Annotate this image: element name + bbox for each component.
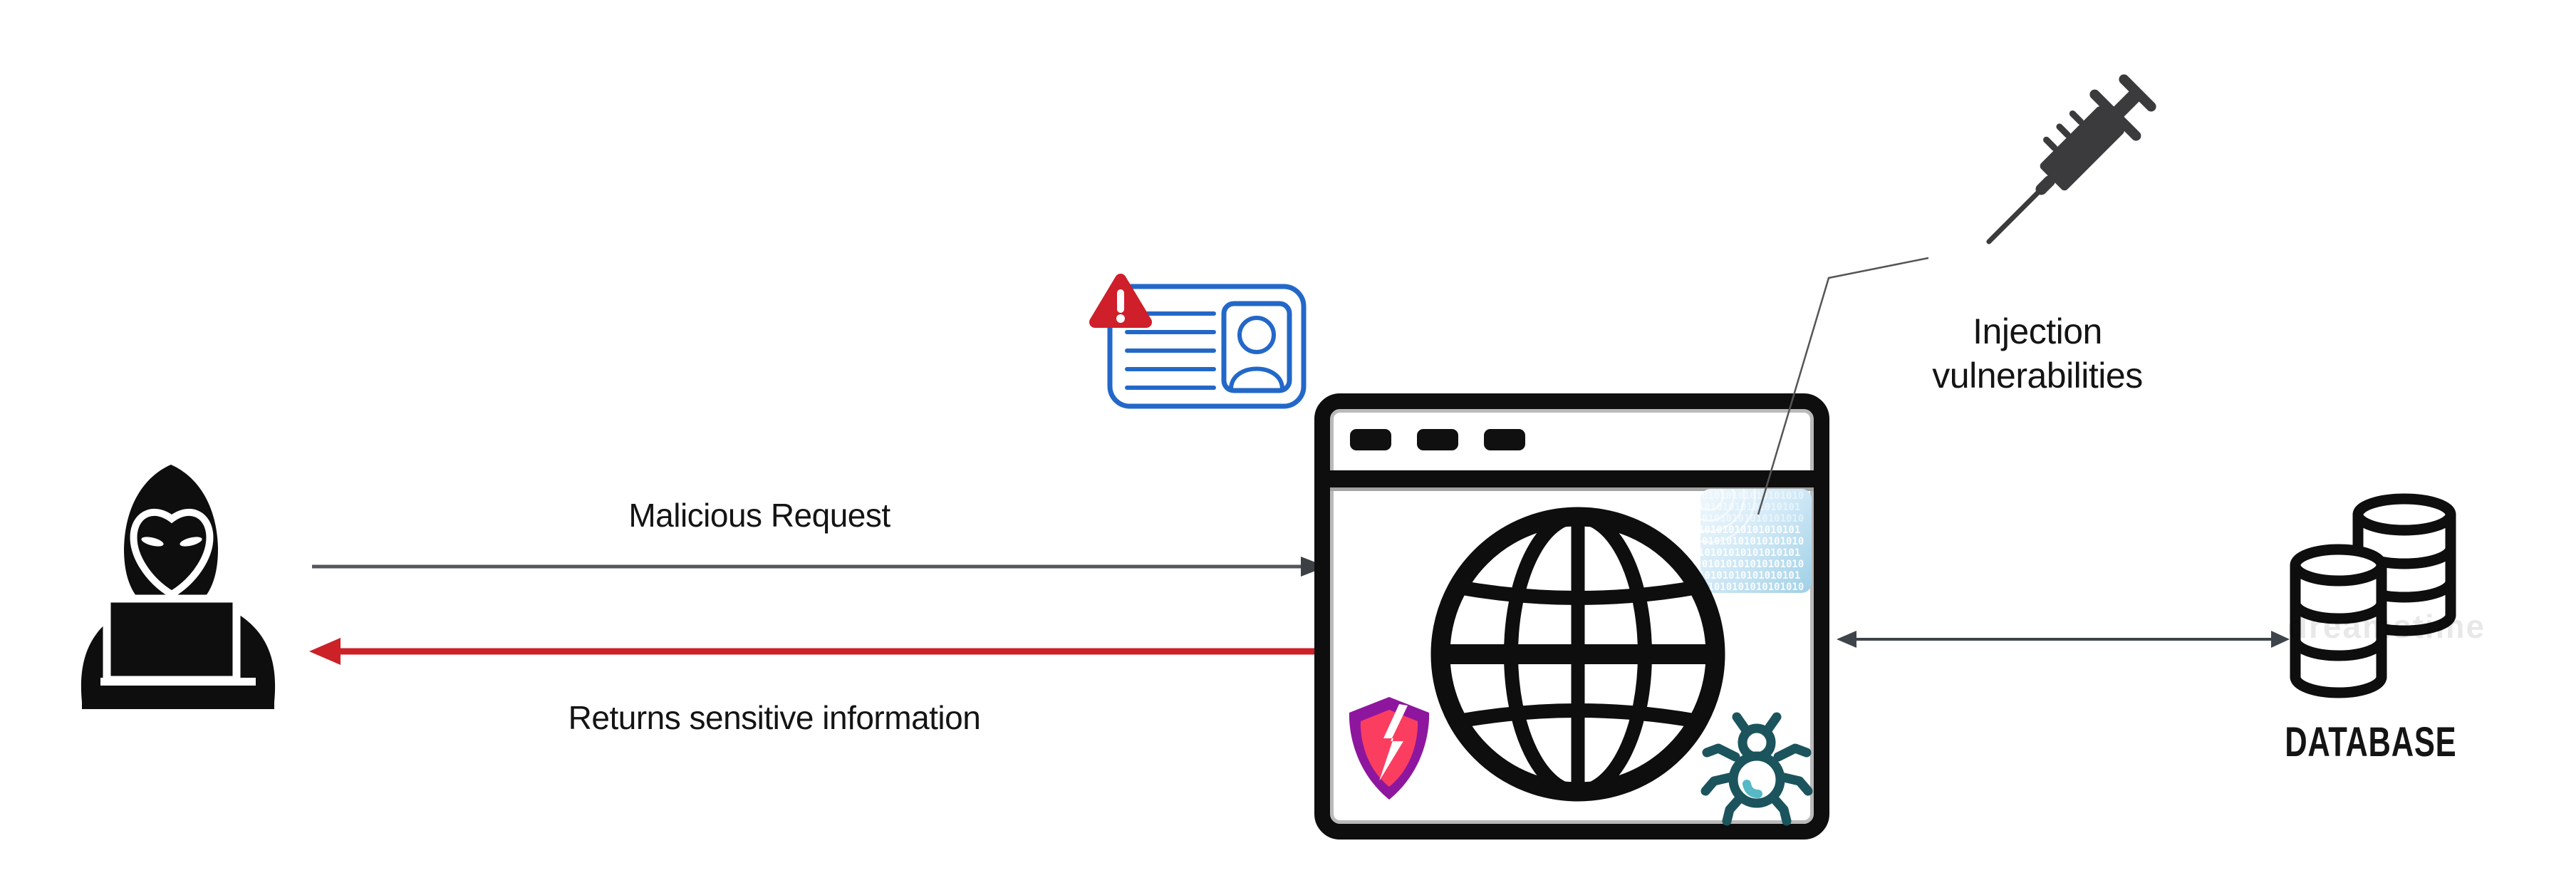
browser-dash-icon bbox=[1350, 429, 1391, 450]
malicious-request-arrow bbox=[312, 557, 1326, 577]
injection-label-line2: vulnerabilities bbox=[1932, 356, 2143, 396]
browser-menu-dashes bbox=[1350, 429, 1525, 450]
app-database-arrow bbox=[1837, 631, 2290, 648]
browser-dash-icon bbox=[1484, 429, 1525, 450]
injection-label-line1: Injection bbox=[1973, 311, 2102, 351]
database-label: DATABASE bbox=[2285, 719, 2457, 765]
browser-dash-icon bbox=[1417, 429, 1458, 450]
malicious-request-label: Malicious Request bbox=[628, 497, 890, 534]
warning-triangle-icon bbox=[1089, 274, 1152, 328]
globe-icon bbox=[1430, 507, 1725, 802]
hacker-icon bbox=[80, 465, 276, 709]
returns-info-label: Returns sensitive information bbox=[568, 699, 981, 736]
bug-icon bbox=[1700, 712, 1813, 826]
watermark-text: dreamstime bbox=[2287, 608, 2486, 645]
broken-shield-icon bbox=[1349, 697, 1430, 800]
injection-vulnerabilities-label: Injection vulnerabilities bbox=[1824, 309, 2251, 398]
database-icon bbox=[2290, 493, 2456, 698]
returns-sensitive-arrow bbox=[309, 638, 1345, 665]
syringe-icon bbox=[1986, 74, 2156, 244]
browser-toolbar-divider bbox=[1330, 470, 1814, 491]
id-card-warning-icon bbox=[1089, 274, 1307, 409]
